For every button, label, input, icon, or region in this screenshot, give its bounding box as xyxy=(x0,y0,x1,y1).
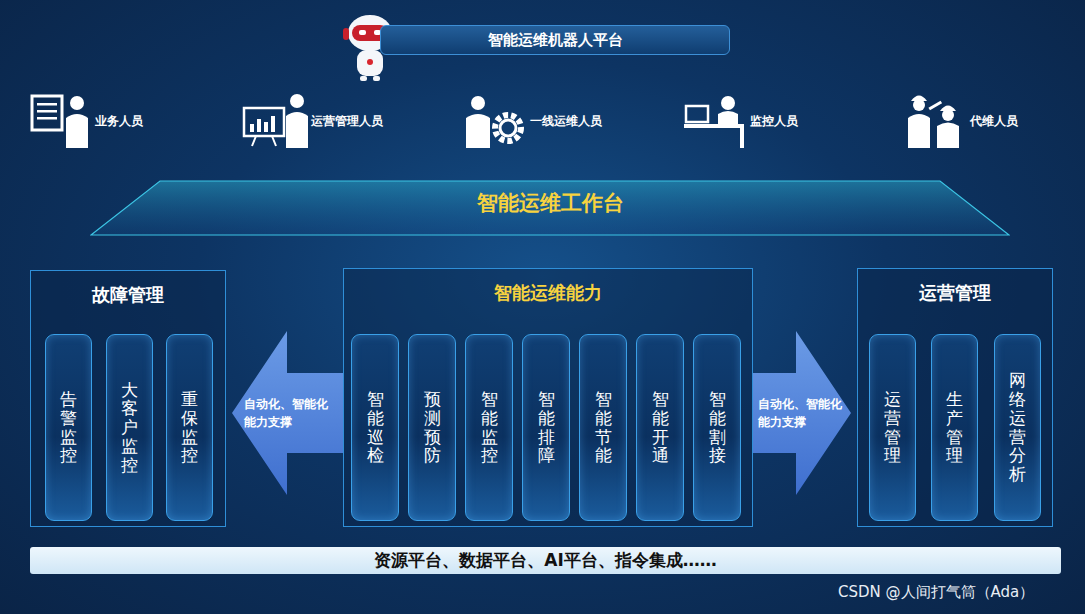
capability-pill: 智能节能 xyxy=(579,334,627,521)
pill-text: 网络运营分析 xyxy=(1009,371,1026,483)
node-title: 资源平台、数据平台、AI平台、指令集成…… xyxy=(374,549,716,572)
pill-text: 生产管理 xyxy=(946,390,963,465)
contract-maintainer-icon xyxy=(908,96,959,149)
pill-text: 重保监控 xyxy=(181,390,198,465)
node-title: 智能运维能力 xyxy=(344,281,752,305)
node-title: 运营管理 xyxy=(858,281,1052,305)
capability-pill: 重保监控 xyxy=(166,334,213,521)
role-label: 代维人员 xyxy=(970,113,1018,130)
pill-text: 智能排障 xyxy=(538,390,555,465)
node-title: 故障管理 xyxy=(31,283,225,307)
capability-pill: 智能割接 xyxy=(693,334,741,521)
capability-pill: 网络运营分析 xyxy=(994,334,1041,521)
pill-text: 智能开通 xyxy=(652,390,669,465)
arrow-label: 自动化、智能化能力支撑 xyxy=(244,395,332,431)
group-box: 智能运维能力智能巡检 预测预防 智能监控 智能排障 智能节能 智能开通 智能割接 xyxy=(343,268,753,527)
trapezoid-shape xyxy=(91,181,1009,235)
pill-text: 预测预防 xyxy=(424,390,441,465)
block-arrow xyxy=(753,331,851,495)
capability-pill: 智能监控 xyxy=(465,334,513,521)
monitor-staff-icon xyxy=(684,96,744,148)
capability-pill: 预测预防 xyxy=(408,334,456,521)
capability-pill: 智能排障 xyxy=(522,334,570,521)
role-label: 一线运维人员 xyxy=(530,113,602,130)
node-title: 智能运维工作台 xyxy=(477,180,624,217)
frontline-ops-icon xyxy=(466,96,521,148)
platform-title-band: 智能运维机器人平台 xyxy=(380,25,730,55)
pill-text: 大客户监控 xyxy=(121,381,138,474)
capability-pill: 生产管理 xyxy=(931,334,978,521)
capability-pill: 告警监控 xyxy=(45,334,92,521)
block-arrow xyxy=(232,331,343,495)
role-label: 业务人员 xyxy=(95,113,143,130)
capability-pill: 智能巡检 xyxy=(351,334,399,521)
pill-text: 运营管理 xyxy=(884,390,901,465)
node-title: 智能运维机器人平台 xyxy=(488,31,623,50)
role-label: 监控人员 xyxy=(750,113,798,130)
business-person-icon xyxy=(32,96,88,148)
group-box: 运营管理运营管理生产管理网络运营分析 xyxy=(857,268,1053,527)
role-label: 运营管理人员 xyxy=(311,113,383,130)
group-box: 故障管理告警监控 大客户监控 重保监控 xyxy=(30,270,226,527)
capability-pill: 大客户监控 xyxy=(106,334,153,521)
pill-text: 智能监控 xyxy=(481,390,498,465)
arrow-label: 自动化、智能化能力支撑 xyxy=(758,395,846,431)
pill-text: 智能巡检 xyxy=(367,390,384,465)
pill-text: 智能节能 xyxy=(595,390,612,465)
pill-text: 智能割接 xyxy=(709,390,726,465)
foundation-band: 资源平台、数据平台、AI平台、指令集成…… xyxy=(30,547,1061,574)
capability-pill: 智能开通 xyxy=(636,334,684,521)
watermark: CSDN @人间打气筒（Ada） xyxy=(838,583,1034,602)
pill-text: 告警监控 xyxy=(60,390,77,465)
ops-manager-icon xyxy=(244,94,308,148)
workbench-band: 智能运维工作台 xyxy=(90,180,1010,236)
capability-pill: 运营管理 xyxy=(869,334,916,521)
